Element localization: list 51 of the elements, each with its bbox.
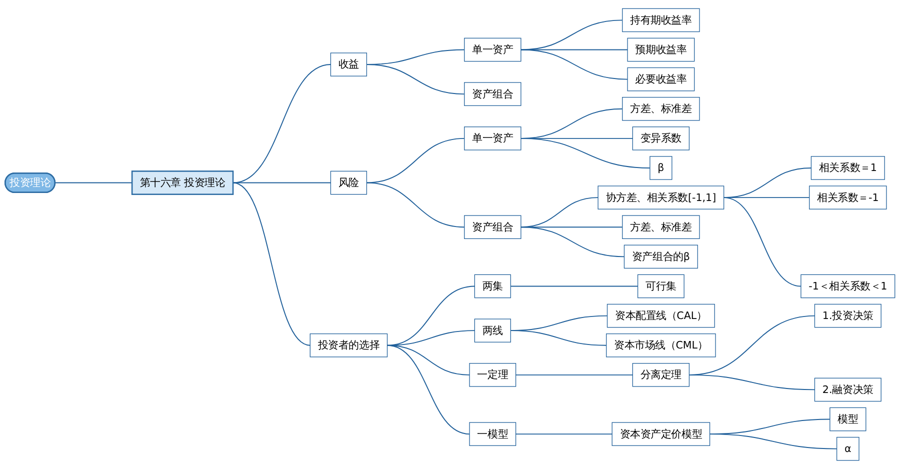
node-box: 风险: [330, 170, 368, 195]
node-box: 模型: [830, 407, 866, 432]
node-box: 相关系数＝-1: [809, 186, 887, 210]
node-box: 单一资产: [464, 126, 522, 150]
connector: [520, 49, 628, 80]
node-box: 一模型: [469, 422, 516, 446]
connector: [232, 64, 332, 184]
node-box: 资本配置线（CAL）: [606, 304, 715, 328]
connector: [723, 197, 802, 287]
node-box: -1＜相关系数＜1: [800, 274, 896, 298]
connector: [520, 226, 625, 258]
node-box: α: [836, 436, 860, 461]
node-box: 方差、标准差: [622, 96, 700, 121]
node-box: 两线: [474, 318, 511, 342]
node-box: 2.融资决策: [814, 378, 882, 402]
node-box: 收益: [330, 52, 368, 76]
node-box: 必要收益率: [627, 67, 695, 92]
node-box: 协方差、相关系数[-1,1]: [598, 186, 724, 210]
node-box: 资本资产定价模型: [612, 422, 710, 446]
connector: [54, 182, 133, 184]
node-box: 方差、标准差: [622, 215, 700, 239]
connector: [366, 64, 465, 95]
node-box: 资产组合: [464, 82, 522, 106]
node-box: 投资者的选择: [310, 333, 388, 358]
node-box: 资产组合的β: [624, 244, 698, 269]
connector: [515, 434, 613, 435]
node-box: 资本市场线（CML）: [606, 333, 716, 358]
connector: [515, 374, 634, 376]
connector: [520, 20, 623, 50]
connector: [510, 330, 607, 346]
node-box: 1.投资决策: [814, 304, 882, 328]
connector: [709, 434, 838, 450]
connector: [366, 138, 465, 184]
connector: [366, 182, 465, 228]
node-box: 预期收益率: [627, 38, 695, 62]
connector: [520, 138, 650, 168]
node-box: 变异系数: [632, 126, 690, 150]
connector: [386, 344, 470, 435]
node-box: 资产组合: [464, 215, 522, 239]
node-box: 分离定理: [632, 363, 690, 387]
node-box: 单一资产: [464, 38, 522, 62]
node-box: 两集: [474, 274, 511, 298]
connector: [510, 286, 638, 287]
node-box: 一定理: [469, 363, 516, 387]
connector: [232, 182, 311, 346]
node-box: 相关系数＝1: [810, 156, 885, 180]
node-box: 第十六章 投资理论: [131, 170, 234, 195]
node-box: β: [650, 156, 672, 180]
connector: [688, 374, 816, 390]
node-box: 可行集: [637, 274, 684, 298]
node-box: 持有期收益率: [622, 8, 700, 32]
